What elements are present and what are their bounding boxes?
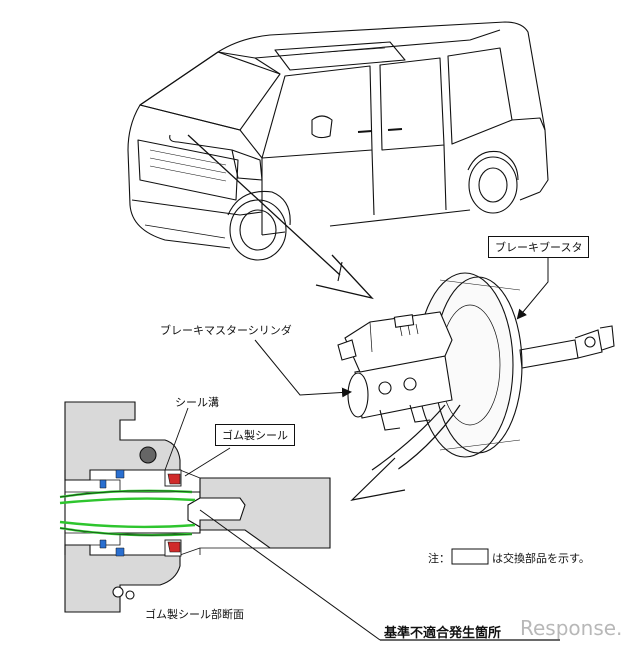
brake-booster-illustration: [337, 272, 615, 458]
rubber-seals: [99, 469, 181, 557]
response-watermark: Response.: [520, 616, 623, 640]
defect-leader: [199, 509, 381, 641]
section-callout-arrow: [350, 404, 461, 501]
seal-leader: [184, 447, 231, 477]
seal-cross-section: [64, 401, 331, 613]
booster-leader: [516, 258, 549, 320]
minivan-illustration: [127, 21, 549, 261]
note-text: は交換部品を示す。: [492, 552, 590, 565]
note-prefix: 注：: [428, 552, 450, 565]
brake-booster-label: ブレーキブースタ: [488, 236, 590, 258]
groove-leader: [164, 407, 189, 471]
rubber-seal-label: ゴム製シール: [215, 424, 295, 446]
seal-section-caption: ゴム製シール部断面: [145, 608, 244, 621]
master-cylinder-label: ブレーキマスターシリンダ: [160, 324, 292, 337]
legend-swatch: [451, 548, 489, 565]
defect-location-label: 基準不適合発生箇所: [384, 626, 502, 641]
vehicle-to-booster-arrow: [187, 134, 374, 300]
seal-groove-label: シール溝: [175, 396, 219, 409]
cylinder-leader: [254, 339, 352, 398]
